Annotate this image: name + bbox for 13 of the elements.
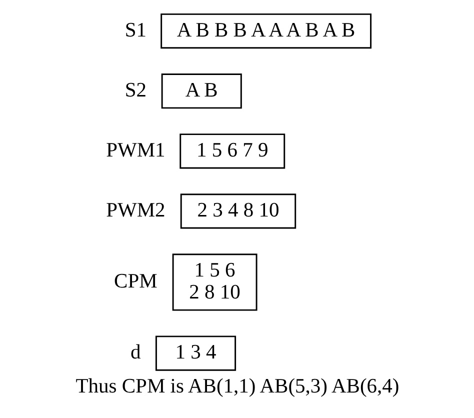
node-box: A B B B A A A B A B bbox=[160, 13, 372, 49]
node-label: CPM bbox=[114, 270, 157, 293]
node-label: PWM2 bbox=[106, 200, 165, 222]
node-label: PWM1 bbox=[106, 140, 165, 162]
node-label: S1 bbox=[124, 19, 146, 42]
node-box: 2 3 4 8 10 bbox=[180, 194, 296, 229]
node-label: d bbox=[130, 342, 140, 364]
node-label: S2 bbox=[124, 80, 146, 102]
node-box: 1 3 4 bbox=[154, 336, 236, 371]
node-box: 1 5 6 2 8 10 bbox=[172, 254, 257, 311]
node-box: 1 5 6 7 9 bbox=[179, 134, 285, 169]
caption: Thus CPM is AB(1,1) AB(5,3) AB(6,4) bbox=[75, 375, 399, 398]
node-box: A B bbox=[160, 74, 242, 109]
